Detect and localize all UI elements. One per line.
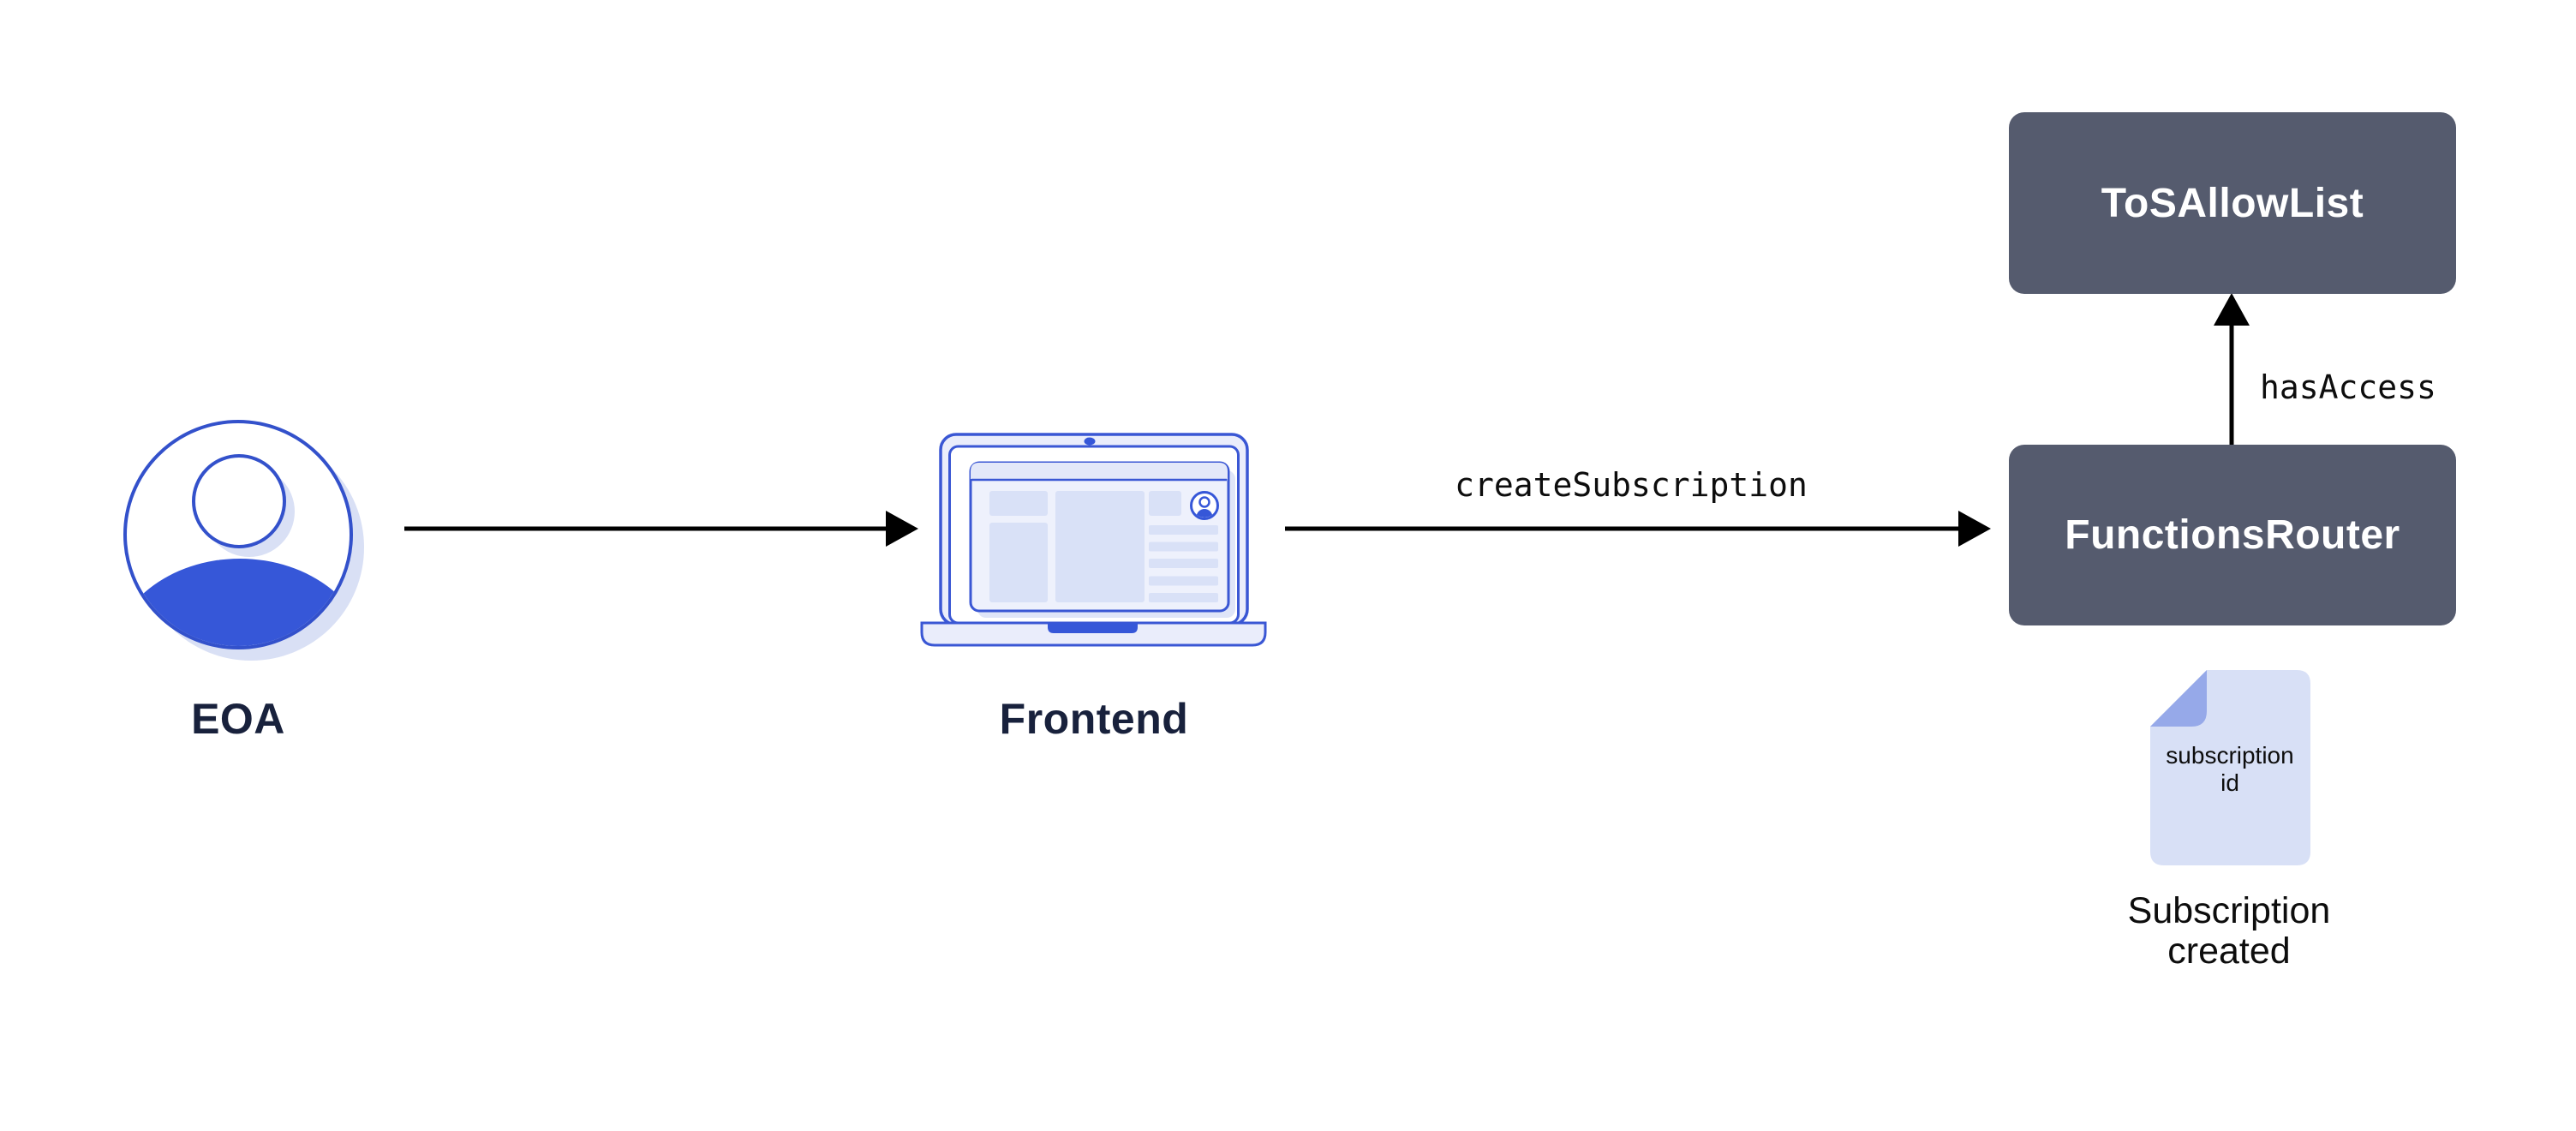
browser-content-blocks xyxy=(989,491,1218,602)
user-avatar-icon xyxy=(123,420,364,661)
tosallowlist-label: ToSAllowList xyxy=(2101,180,2364,226)
laptop-base xyxy=(920,621,1267,647)
document-caption: Subscription created xyxy=(2127,890,2331,972)
laptop-base-notch xyxy=(1048,623,1138,633)
laptop-icon xyxy=(920,433,1267,647)
frontend-label: Frontend xyxy=(999,695,1189,743)
arrow-functionsrouter-to-tosallowlist xyxy=(2214,293,2250,445)
node-functionsrouter: FunctionsRouter xyxy=(2009,445,2456,625)
avatar-body xyxy=(127,559,350,646)
document-icon xyxy=(2150,670,2310,865)
mini-avatar-icon xyxy=(1190,491,1219,520)
eoa-label: EOA xyxy=(191,695,285,743)
avatar-head xyxy=(192,454,286,548)
folded-corner xyxy=(2150,670,2207,727)
functionsrouter-label: FunctionsRouter xyxy=(2065,512,2400,558)
arrow-eoa-to-frontend xyxy=(404,511,918,547)
document-text: subscription id xyxy=(2166,742,2294,797)
arrow-frontend-to-functionsrouter xyxy=(1285,511,1991,547)
edge-label-createsubscription: createSubscription xyxy=(1455,466,1808,504)
webcam-icon xyxy=(1084,437,1096,446)
browser-header xyxy=(971,463,1228,479)
node-tosallowlist: ToSAllowList xyxy=(2009,112,2456,294)
edge-label-hasaccess: hasAccess xyxy=(2260,368,2436,406)
